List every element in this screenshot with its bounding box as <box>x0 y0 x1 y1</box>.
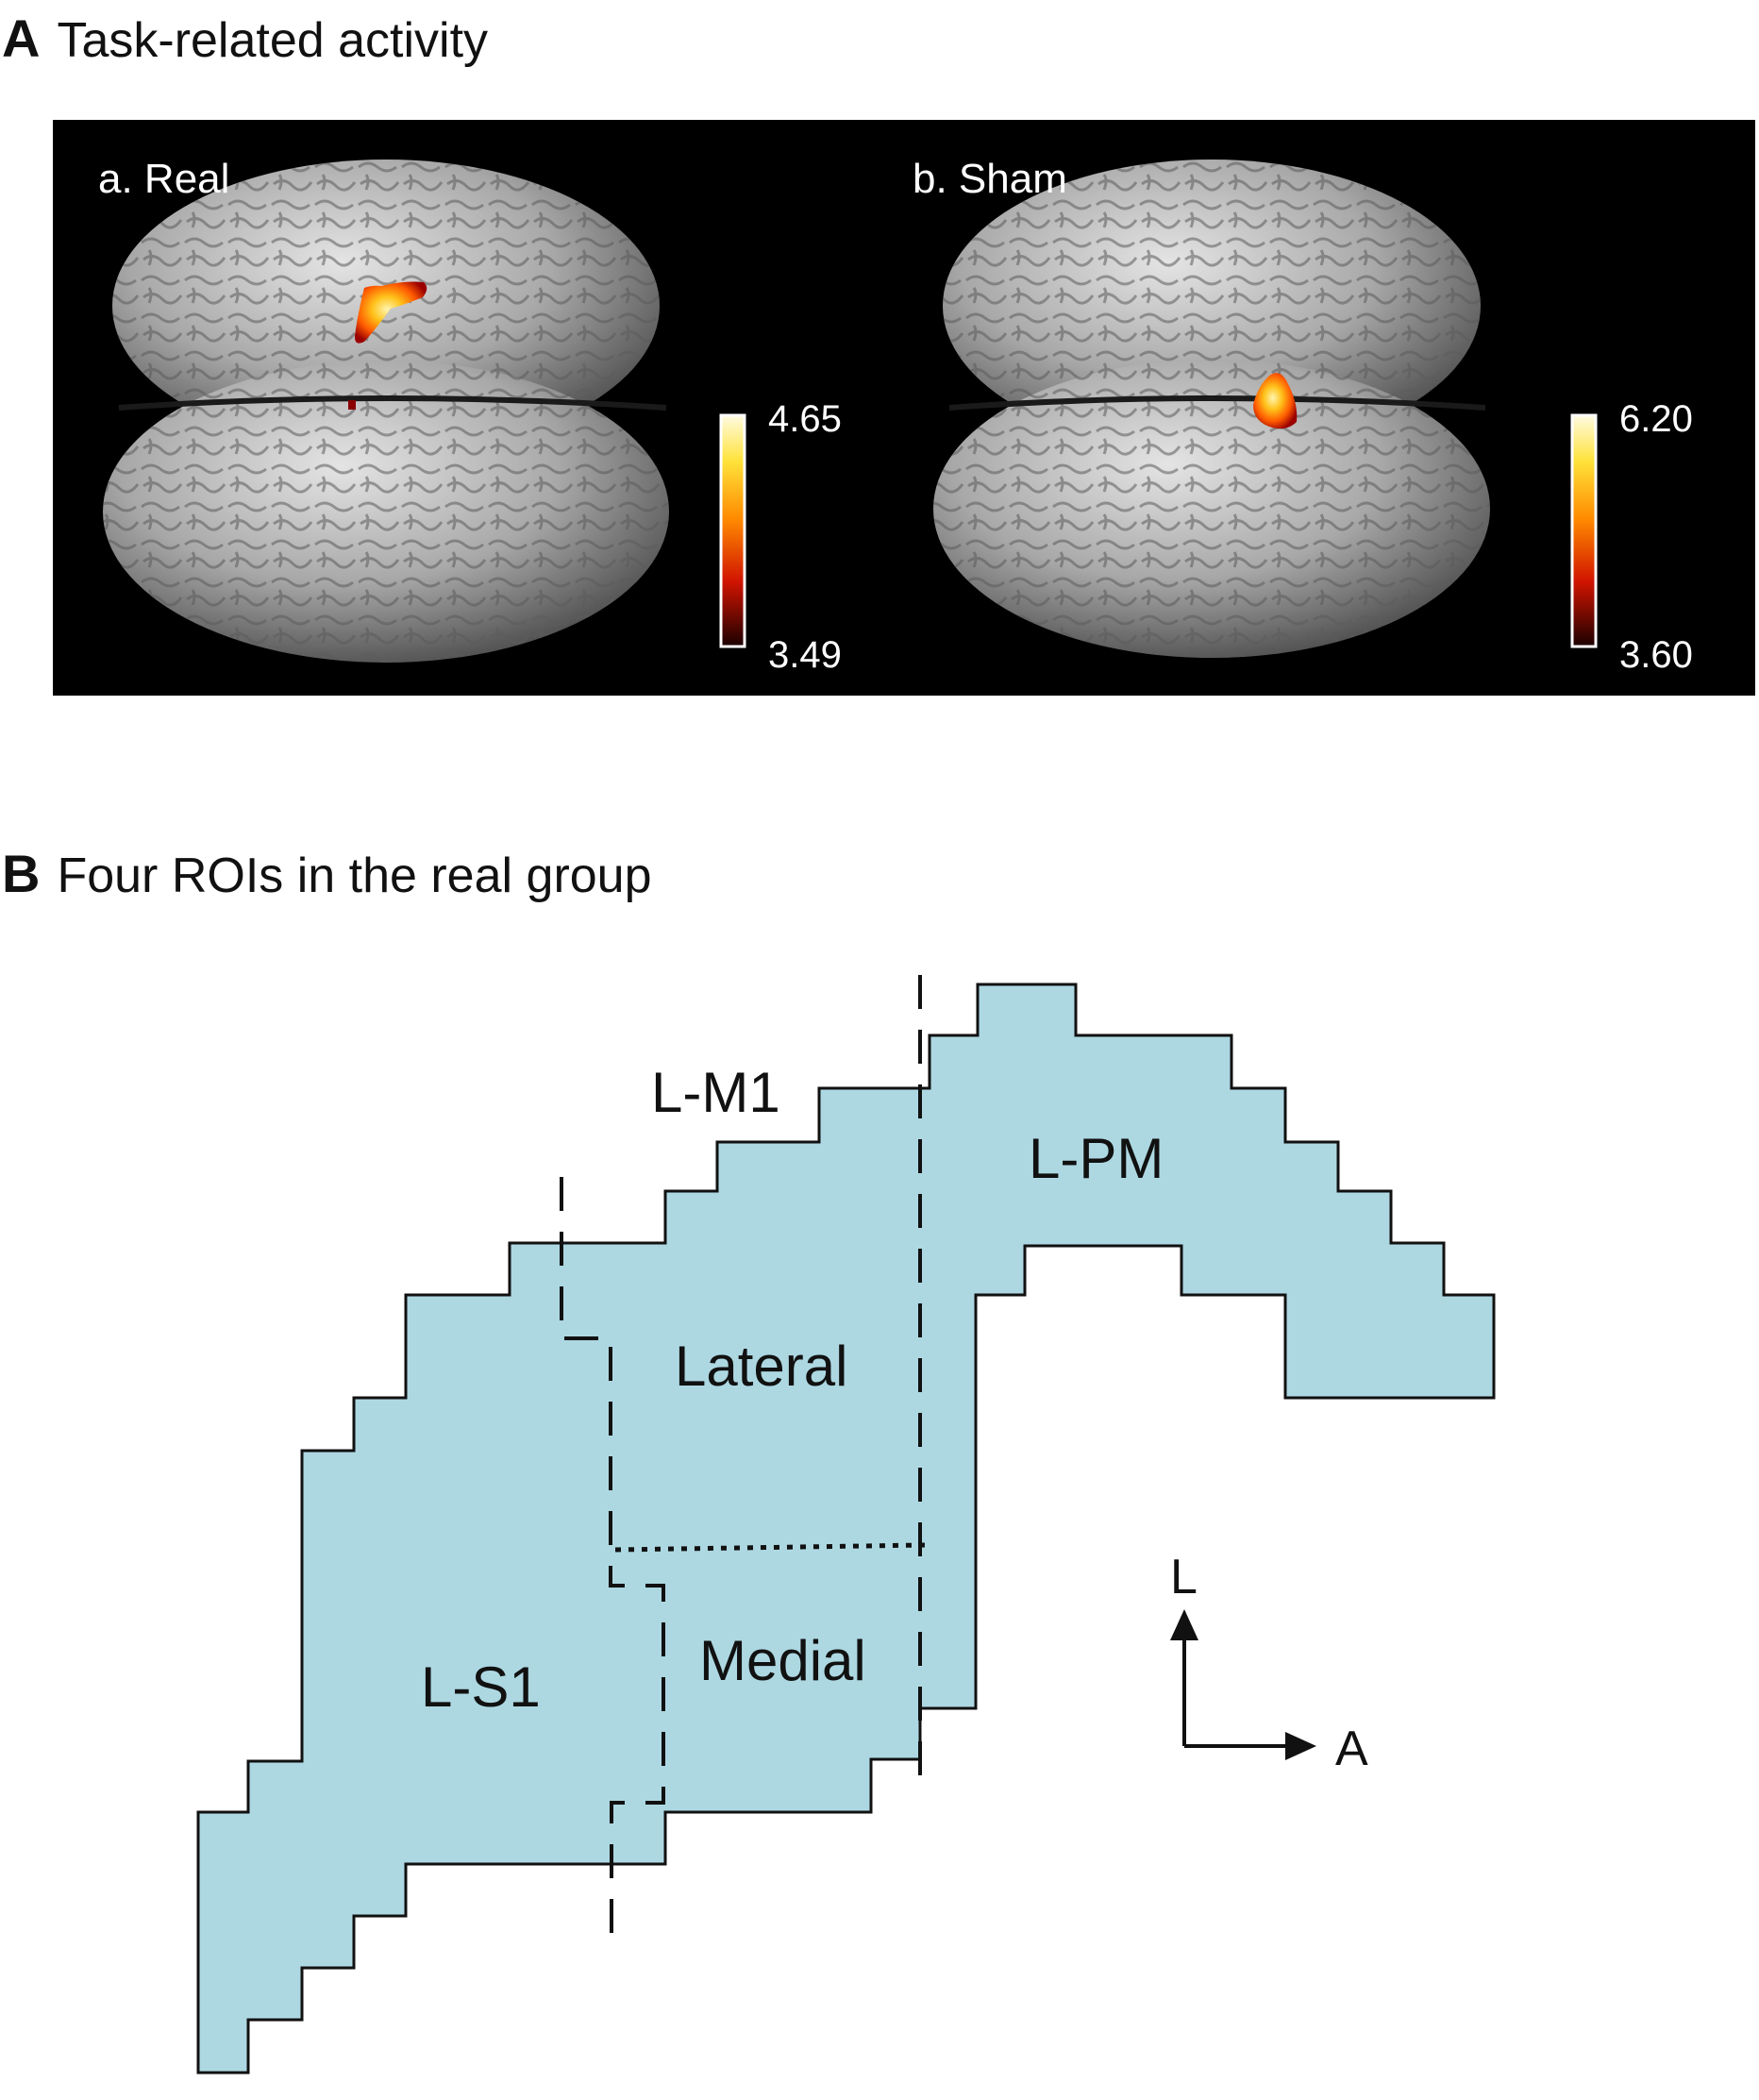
panel-a-letter: A <box>2 8 41 68</box>
label-l-m1: L-M1 <box>651 1061 780 1124</box>
colorbar-sham <box>1570 413 1598 648</box>
activation-blob-sham <box>1253 373 1298 429</box>
colorbar-real-min: 3.49 <box>768 634 842 676</box>
label-l-pm: L-PM <box>1029 1127 1164 1190</box>
brain-real <box>103 160 669 663</box>
label-medial: Medial <box>699 1629 866 1692</box>
arrow-right-icon <box>1285 1732 1316 1760</box>
panel-b-heading: Four ROIs in the real group <box>57 848 652 903</box>
view-label-real: a. Real <box>98 156 229 202</box>
colorbar-sham-max: 6.20 <box>1619 398 1693 440</box>
colorbar-real-max: 4.65 <box>768 398 842 440</box>
brain-render-panel: a. Real 4.65 3.49 b. Sham 6.20 3.60 <box>53 120 1755 696</box>
panel-a-heading: Task-related activity <box>57 13 489 68</box>
label-lateral: Lateral <box>675 1335 847 1398</box>
panel-b-title: B Four ROIs in the real group <box>2 843 652 904</box>
roi-map: L-M1 L-PM Lateral Medial L-S1 L A <box>196 975 1496 2075</box>
arrow-up-icon <box>1170 1609 1198 1640</box>
colorbar-sham-min: 3.60 <box>1619 634 1693 676</box>
activation-blob-real <box>348 281 427 410</box>
orientation-indicator: L A <box>1170 1550 1368 1776</box>
orientation-label-a: A <box>1335 1722 1368 1776</box>
orientation-label-l: L <box>1170 1550 1198 1604</box>
roi-boundaries <box>560 975 926 1949</box>
view-label-sham: b. Sham <box>913 156 1067 202</box>
brain-sham <box>933 160 1490 658</box>
panel-a-title: A Task-related activity <box>2 8 488 69</box>
s1-m1-boundary <box>560 1177 665 1949</box>
roi-region <box>196 983 1496 2075</box>
label-l-s1: L-S1 <box>421 1655 541 1719</box>
panel-b-letter: B <box>2 844 41 903</box>
colorbar-real <box>719 413 746 648</box>
